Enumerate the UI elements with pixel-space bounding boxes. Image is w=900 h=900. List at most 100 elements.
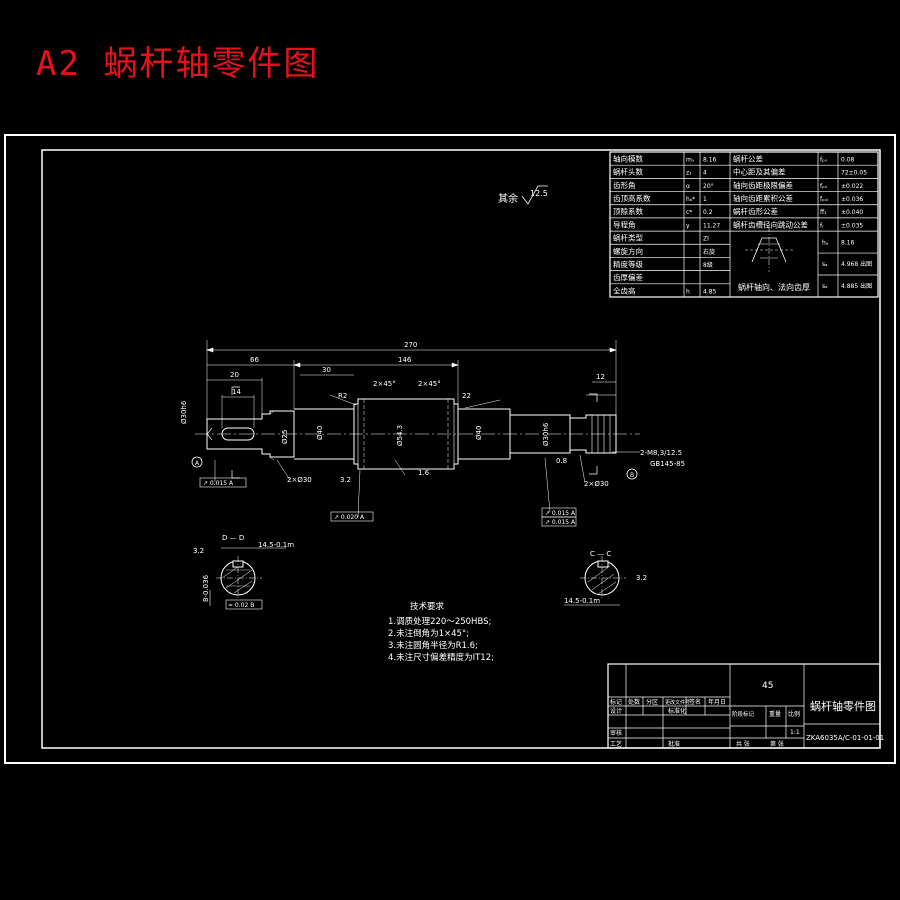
- dim-left-shoulder: 20: [230, 371, 239, 379]
- tb-design: 设计: [610, 707, 622, 715]
- param-left-sym: z₁: [686, 170, 692, 177]
- param-left-val: ZI: [703, 236, 709, 243]
- param-left-name: 导程角: [613, 219, 636, 229]
- param-left-val: 0.2: [703, 209, 713, 216]
- param-left-name: 顶隙系数: [613, 206, 643, 216]
- center-mark-a: A: [195, 460, 200, 467]
- param-right-val: ±0.040: [841, 209, 863, 216]
- param-right-name: 中心距及其偏差: [733, 167, 786, 177]
- tb-change-no: 更改文件号: [665, 699, 690, 706]
- roughness-value: 12.5: [530, 189, 548, 198]
- dim-keyway: 14: [232, 388, 241, 396]
- title-block: [607, 663, 881, 749]
- tb-zone: 分区: [646, 698, 658, 706]
- param-right-name: 轴向齿距极限偏差: [733, 180, 793, 190]
- technical-requirements: 技术要求 1.调质处理220～250HBS; 2.未注倒角为1×45°; 3.未…: [388, 601, 494, 663]
- param-left-val: 8级: [703, 261, 713, 269]
- param-right-name: 蜗杆齿形公差: [733, 206, 778, 216]
- param-left-val: 1: [703, 196, 707, 203]
- dim-diam-left: Ø30h6: [180, 400, 188, 424]
- dim-right-shoulder: 12: [596, 373, 605, 381]
- worm-shaft-view: [191, 340, 640, 610]
- dim-face-width: 22: [462, 392, 471, 400]
- tb-weight: 重量: [769, 710, 781, 718]
- param-left-name: 蜗杆头数: [613, 167, 643, 177]
- dim-diam-right: Ø30h6: [542, 422, 550, 446]
- tb-mark: 标记: [610, 698, 622, 706]
- param-diagram-val: 4.968 出图: [841, 260, 872, 268]
- runout-frame-4: ↗ 0.015 A: [545, 519, 576, 526]
- section-cc-roughness: 3.2: [636, 574, 647, 582]
- dim-chamfer-c1: 2×Ø30: [287, 476, 312, 484]
- tb-std: 标准化: [668, 707, 686, 715]
- tech-req-item: 2.未注倒角为1×45°;: [388, 628, 469, 639]
- tech-req-item: 3.未注圆角半径为R1.6;: [388, 640, 478, 651]
- thread-note-1: 2-M8,3/12.5: [640, 449, 682, 457]
- param-left-sym: c*: [686, 209, 692, 216]
- param-right-sym: fₚₓ: [820, 183, 828, 190]
- section-cc-dim: 14.5-0.1m: [564, 597, 600, 605]
- section-cc-label: C — C: [590, 550, 611, 558]
- dim-overall-length: 270: [404, 341, 417, 349]
- center-mark-b: B: [630, 472, 634, 479]
- param-right-sym: ff₁: [820, 209, 827, 216]
- diagram-caption: 蜗杆轴向、法向齿厚: [738, 282, 810, 292]
- param-left-name: 螺旋方向: [613, 246, 643, 256]
- dim-worm-length: 146: [398, 356, 412, 364]
- section-c-c: [564, 556, 626, 606]
- tb-sign: 签名: [689, 698, 701, 706]
- tooth-profile-diagram: 蜗杆轴向、法向齿厚: [738, 226, 810, 292]
- param-left-sym: γ: [686, 222, 690, 229]
- param-right-sym: fₚₓ: [820, 156, 828, 163]
- tb-part-name: 蜗杆轴零件图: [810, 699, 876, 713]
- tb-sheets-total: 共 张: [736, 740, 750, 748]
- tb-approve: 批准: [668, 740, 680, 748]
- tb-ratio: 比例: [788, 710, 800, 718]
- param-right-name: 轴向齿距累积公差: [733, 193, 793, 203]
- param-right-val: ±0.036: [841, 196, 863, 203]
- tech-req-item: 4.未注尺寸偏差精度为IT12;: [388, 652, 494, 663]
- section-d-d: [209, 547, 286, 606]
- param-left-name: 全齿高: [613, 285, 636, 295]
- tb-sheet-no: 第 张: [770, 740, 784, 748]
- tb-review: 审核: [610, 729, 622, 737]
- param-left-val: 右旋: [703, 248, 715, 256]
- param-left-name: 齿厚偏差: [613, 272, 643, 282]
- param-left-name: 齿顶高系数: [613, 193, 651, 203]
- dim-diam-mid-right: Ø40: [475, 426, 483, 440]
- thread-note-2: GB145-85: [650, 460, 685, 468]
- runout-frame-3: ↗ 0.015 A: [545, 510, 576, 517]
- param-left-val: 4: [703, 170, 707, 177]
- param-diagram-sym: sₐ: [822, 261, 827, 268]
- param-right-val: 0.08: [841, 156, 855, 163]
- param-right-name: 蜗杆齿槽径向跳动公差: [733, 219, 808, 229]
- tb-process: 工艺: [610, 740, 622, 748]
- dim-left-segment: 66: [250, 356, 259, 364]
- inner-frame: [41, 149, 881, 749]
- section-dd-roughness: 3.2: [193, 547, 204, 555]
- dim-diam-mid-left: Ø40: [316, 426, 324, 440]
- roughness-c: 0.8: [556, 457, 567, 465]
- dim-chamfer-left: 2×45°: [373, 380, 396, 388]
- param-left-name: 精度等级: [613, 259, 643, 269]
- runout-frame-2: ↗ 0.020 A: [334, 514, 365, 521]
- tb-date: 年月日: [708, 698, 726, 706]
- param-right-sym: fₚₓₗ: [820, 196, 828, 203]
- param-left-name: 轴向模数: [613, 153, 643, 163]
- param-right-val: 72±0.05: [841, 170, 867, 177]
- tb-material: 45: [762, 681, 773, 691]
- dim-diam-small: Ø25: [281, 430, 289, 444]
- param-left-name: 蜗杆类型: [613, 233, 643, 243]
- param-left-val: 20°: [703, 183, 714, 190]
- tb-count: 处数: [628, 698, 640, 706]
- param-diagram-val: 4.885 出图: [841, 282, 872, 290]
- tb-drawing-no: ZKA6035A/C-01-01-01: [806, 734, 884, 742]
- outer-frame: [4, 134, 896, 764]
- dim-key-length: 30: [322, 366, 331, 374]
- roughness-note: 其余 12.5: [498, 185, 548, 205]
- tech-req-item: 1.调质处理220～250HBS;: [388, 616, 491, 627]
- roughness-b: 1.6: [418, 469, 430, 477]
- dim-chamfer-c2: 2×Ø30: [584, 480, 609, 488]
